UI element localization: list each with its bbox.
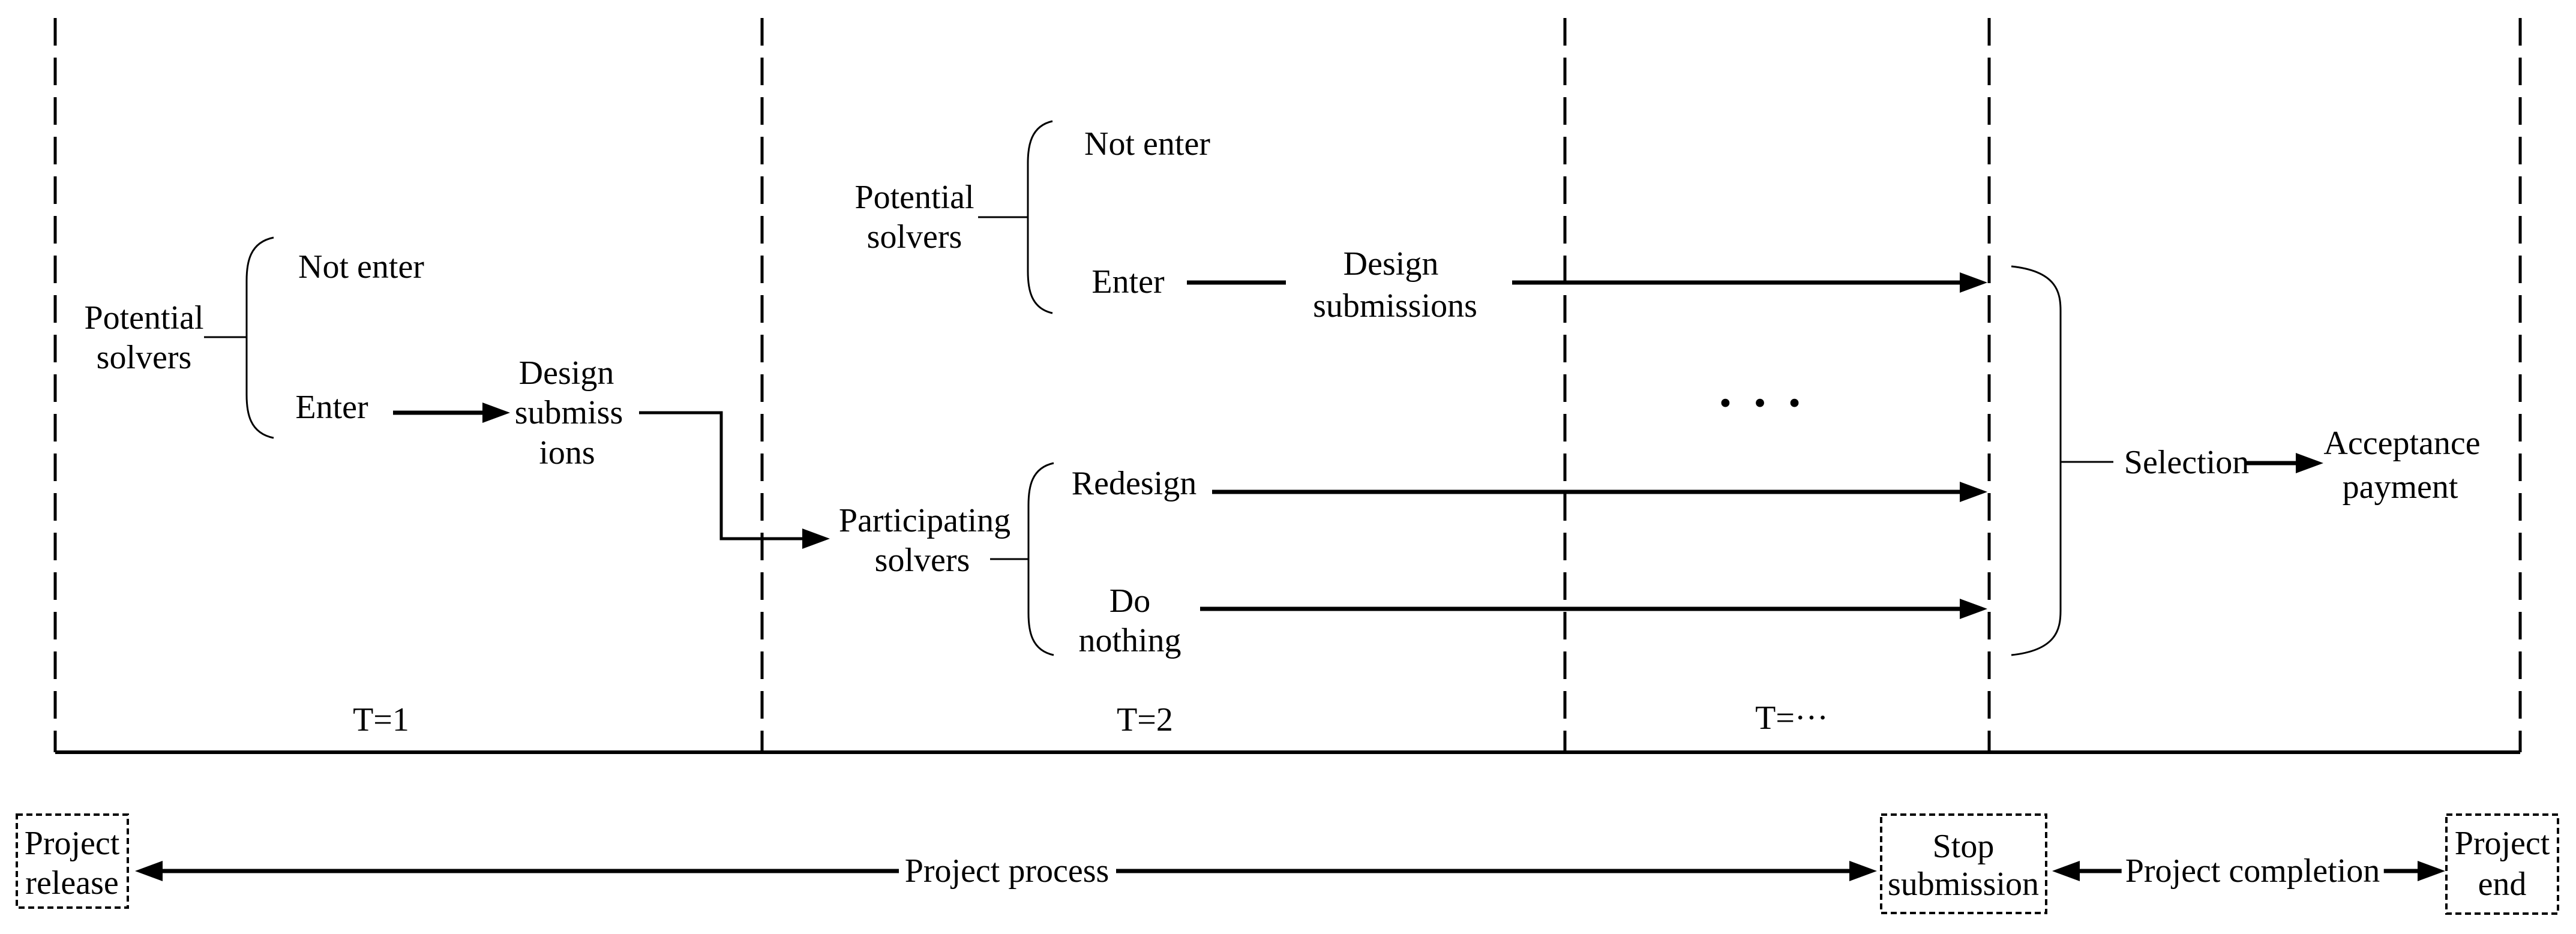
project-release-label-line1: Project (24, 825, 120, 862)
t2-outcome-line2: submissions (1313, 287, 1477, 325)
arrowheads (135, 272, 2445, 881)
flow-lines (393, 280, 2298, 611)
completion-left-arrowhead (2052, 861, 2080, 881)
milestone-boxes (16, 813, 2559, 915)
braces (204, 120, 2113, 656)
participating-label-line1: Participating (838, 502, 1011, 539)
acceptance-label-line1: Acceptance (2323, 425, 2481, 462)
do-nothing-arrowhead (1960, 599, 1987, 619)
t1-outcome-line1: Design (518, 355, 614, 392)
t2-submission-arrowhead (1960, 272, 1987, 293)
t1-group-label-line2: solvers (96, 339, 192, 376)
participating-arrowhead (802, 528, 830, 549)
project-release-box (16, 813, 129, 909)
branch-do-nothing-line2: nothing (1078, 622, 1181, 659)
stop-submission-label-line2: submission (1887, 866, 2040, 903)
t1-outcome-line2: submiss (514, 394, 623, 431)
selection-gather-brace (2011, 265, 2062, 656)
t1-outcome-line3: ions (539, 434, 595, 471)
period-separators (53, 18, 2522, 752)
stop-submission-box (1880, 813, 2047, 914)
project-completion-label: Project completion (2121, 854, 2384, 888)
t2-branch-not-enter: Not enter (1084, 125, 1210, 163)
acceptance-label-line2: payment (2342, 468, 2458, 506)
t1-group-brace (245, 236, 274, 439)
project-end-label-line1: Project (2454, 825, 2550, 862)
period-label-t2: T=2 (1117, 701, 1173, 738)
process-left-arrowhead (135, 861, 163, 881)
t2-group-label-line1: Potential (854, 179, 974, 216)
period-label-tdots: T=··· (1755, 699, 1828, 737)
t1-branch-not-enter: Not enter (298, 248, 424, 286)
rounds-ellipsis: · · · (1717, 374, 1806, 431)
participating-group-brace (1027, 462, 1054, 656)
project-release-label-line2: release (25, 864, 119, 902)
completion-right-arrowhead (2418, 861, 2445, 881)
t2-outcome-line1: Design (1343, 245, 1439, 283)
project-end-label-line2: end (2478, 866, 2527, 903)
acceptance-arrowhead (2296, 453, 2323, 473)
selection-label: Selection (2124, 444, 2250, 481)
redesign-arrowhead (1960, 482, 1987, 502)
participating-label-line2: solvers (874, 542, 970, 579)
submission-elbow-line (639, 411, 803, 540)
process-right-arrowhead (1849, 861, 1877, 881)
stop-submission-label-line1: Stop (1932, 828, 1995, 865)
branch-do-nothing-line1: Do (1109, 582, 1151, 620)
t1-group-label-line1: Potential (84, 299, 204, 337)
branch-redesign: Redesign (1071, 465, 1197, 502)
t1-enter-arrowhead (482, 403, 510, 423)
t2-group-label-line2: solvers (866, 218, 962, 256)
t1-branch-enter: Enter (295, 389, 368, 426)
t2-branch-enter: Enter (1091, 263, 1165, 301)
period-label-t1: T=1 (353, 701, 409, 738)
t2-group-brace (1027, 120, 1053, 314)
project-process-label: Project process (901, 854, 1113, 888)
